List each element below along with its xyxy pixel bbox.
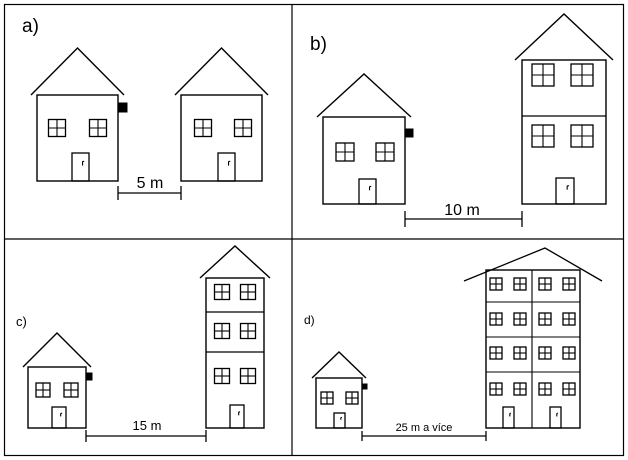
roof bbox=[30, 47, 125, 96]
panel-a-house-right bbox=[174, 47, 269, 182]
house-wall bbox=[180, 94, 263, 182]
window bbox=[570, 124, 594, 148]
roof bbox=[174, 47, 269, 96]
panel-d-house-right bbox=[463, 247, 603, 429]
panel-d-house-left bbox=[311, 351, 368, 429]
door-frame bbox=[502, 406, 515, 429]
panel-c-distance: 15 m bbox=[133, 418, 162, 433]
window bbox=[562, 346, 576, 360]
roof bbox=[463, 247, 603, 282]
wall-box bbox=[117, 102, 128, 113]
panel-a-dimension bbox=[117, 186, 182, 200]
window bbox=[88, 118, 108, 138]
door-frame bbox=[358, 178, 377, 205]
door bbox=[333, 412, 346, 429]
window bbox=[513, 382, 527, 396]
window bbox=[513, 312, 527, 326]
panel-d-distance: 25 m a více bbox=[396, 422, 453, 434]
roof bbox=[22, 332, 92, 368]
door-frame bbox=[51, 406, 67, 429]
door-frame bbox=[549, 406, 562, 429]
window bbox=[531, 124, 555, 148]
window bbox=[213, 322, 231, 340]
panel-b-label: b) bbox=[310, 34, 327, 55]
window bbox=[489, 312, 503, 326]
window bbox=[489, 346, 503, 360]
panel-c-label: c) bbox=[16, 314, 27, 329]
door bbox=[217, 152, 236, 182]
wall-box bbox=[85, 372, 93, 381]
door-frame bbox=[555, 177, 575, 205]
panel-a-distance: 5 m bbox=[137, 175, 164, 192]
door bbox=[549, 406, 562, 429]
window bbox=[538, 346, 552, 360]
panel-d-label: d) bbox=[304, 313, 315, 327]
window bbox=[320, 391, 334, 405]
window bbox=[47, 118, 67, 138]
door bbox=[71, 152, 90, 182]
panel-d-dimension bbox=[361, 431, 487, 441]
panel-b-dimension bbox=[404, 211, 523, 227]
door-frame bbox=[229, 404, 245, 429]
door bbox=[555, 177, 575, 205]
window bbox=[531, 63, 555, 87]
panel-a-label: a) bbox=[22, 16, 39, 37]
houses-and-dimension-lines bbox=[22, 13, 614, 442]
wall-box bbox=[361, 383, 368, 390]
door bbox=[502, 406, 515, 429]
window bbox=[35, 382, 51, 398]
door-frame bbox=[217, 152, 236, 182]
panel-c-dimension bbox=[85, 430, 207, 442]
window bbox=[489, 277, 503, 291]
window bbox=[239, 367, 257, 385]
roof bbox=[514, 13, 614, 61]
window bbox=[562, 382, 576, 396]
door bbox=[51, 406, 67, 429]
panel-c-house-right bbox=[199, 245, 271, 429]
house-wall bbox=[315, 377, 363, 429]
window bbox=[489, 382, 503, 396]
roof bbox=[199, 245, 271, 279]
panel-b-house-left bbox=[316, 73, 414, 205]
window bbox=[213, 283, 231, 301]
panel-b-distance: 10 m bbox=[444, 202, 480, 219]
outer-frame bbox=[3, 3, 625, 457]
panel-b-house-right bbox=[514, 13, 614, 205]
window bbox=[63, 382, 79, 398]
window bbox=[335, 142, 355, 162]
door bbox=[358, 178, 377, 205]
window bbox=[193, 118, 213, 138]
window bbox=[538, 382, 552, 396]
wall-box bbox=[404, 128, 414, 138]
window bbox=[239, 283, 257, 301]
window bbox=[538, 312, 552, 326]
panel-a-house-left bbox=[30, 47, 128, 182]
window bbox=[570, 63, 594, 87]
door-frame bbox=[71, 152, 90, 182]
window bbox=[233, 118, 253, 138]
roof bbox=[311, 351, 367, 379]
window bbox=[213, 367, 231, 385]
window bbox=[375, 142, 395, 162]
door bbox=[229, 404, 245, 429]
house-wall bbox=[485, 269, 581, 429]
roof bbox=[316, 73, 412, 118]
panel-c-house-left bbox=[22, 332, 93, 429]
door-frame bbox=[333, 412, 346, 429]
window bbox=[239, 322, 257, 340]
window bbox=[562, 277, 576, 291]
window bbox=[345, 391, 359, 405]
window bbox=[513, 277, 527, 291]
window bbox=[538, 277, 552, 291]
window bbox=[513, 346, 527, 360]
window bbox=[562, 312, 576, 326]
house-wall bbox=[36, 94, 119, 182]
